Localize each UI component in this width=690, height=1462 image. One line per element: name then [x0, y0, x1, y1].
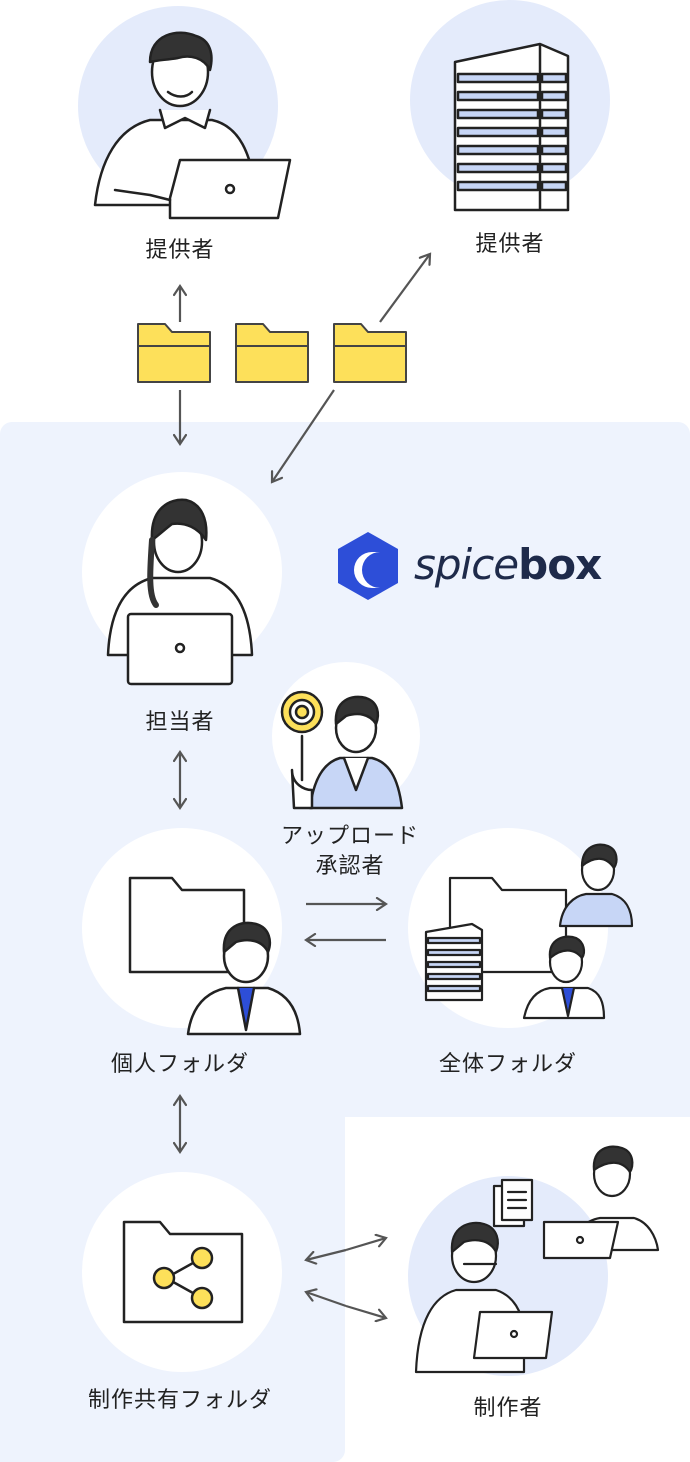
arrow-shared-creator-a [306, 1248, 347, 1260]
arrows [180, 254, 430, 1318]
arrow-creator-shared-a [306, 1292, 347, 1308]
logo-text-bold: box [518, 540, 602, 589]
arrow-creator-shared-b [345, 1304, 386, 1318]
provider-person-illustration [93, 31, 292, 220]
shared-folder-label: 制作共有フォルダ [87, 1388, 272, 1413]
all-folder-illustration [424, 843, 634, 1020]
manager-illustration [106, 498, 254, 686]
provider-company-illustration [453, 42, 570, 212]
creator-illustration [414, 1145, 660, 1374]
folder-icon [333, 323, 407, 383]
shared-folder-illustration [122, 1220, 244, 1324]
creator-label: 制作者 [473, 1396, 543, 1421]
manager-label: 担当者 [145, 710, 215, 735]
spicebox-logo-text: spicebox [414, 540, 602, 589]
arrow-folder-to-system [272, 389, 335, 482]
personal-folder-illustration [128, 876, 302, 1036]
folder-icon [137, 323, 211, 383]
folder-icon [235, 323, 309, 383]
approver-illustration [280, 690, 404, 810]
provider-person-label: 提供者 [145, 238, 215, 263]
logo-text-light: spice [414, 540, 519, 589]
folder-icons [137, 323, 407, 383]
all-folder-label: 全体フォルダ [438, 1052, 577, 1077]
approver-label-line2: 承認者 [315, 854, 385, 879]
spicebox-logo-mark [338, 532, 402, 600]
arrow-shared-creator-b [345, 1238, 386, 1252]
personal-folder-label: 個人フォルダ [110, 1052, 249, 1077]
provider-company-label: 提供者 [475, 232, 545, 257]
arrow-folder-to-company [379, 254, 430, 323]
approver-label-line1: アップロード [280, 824, 419, 849]
